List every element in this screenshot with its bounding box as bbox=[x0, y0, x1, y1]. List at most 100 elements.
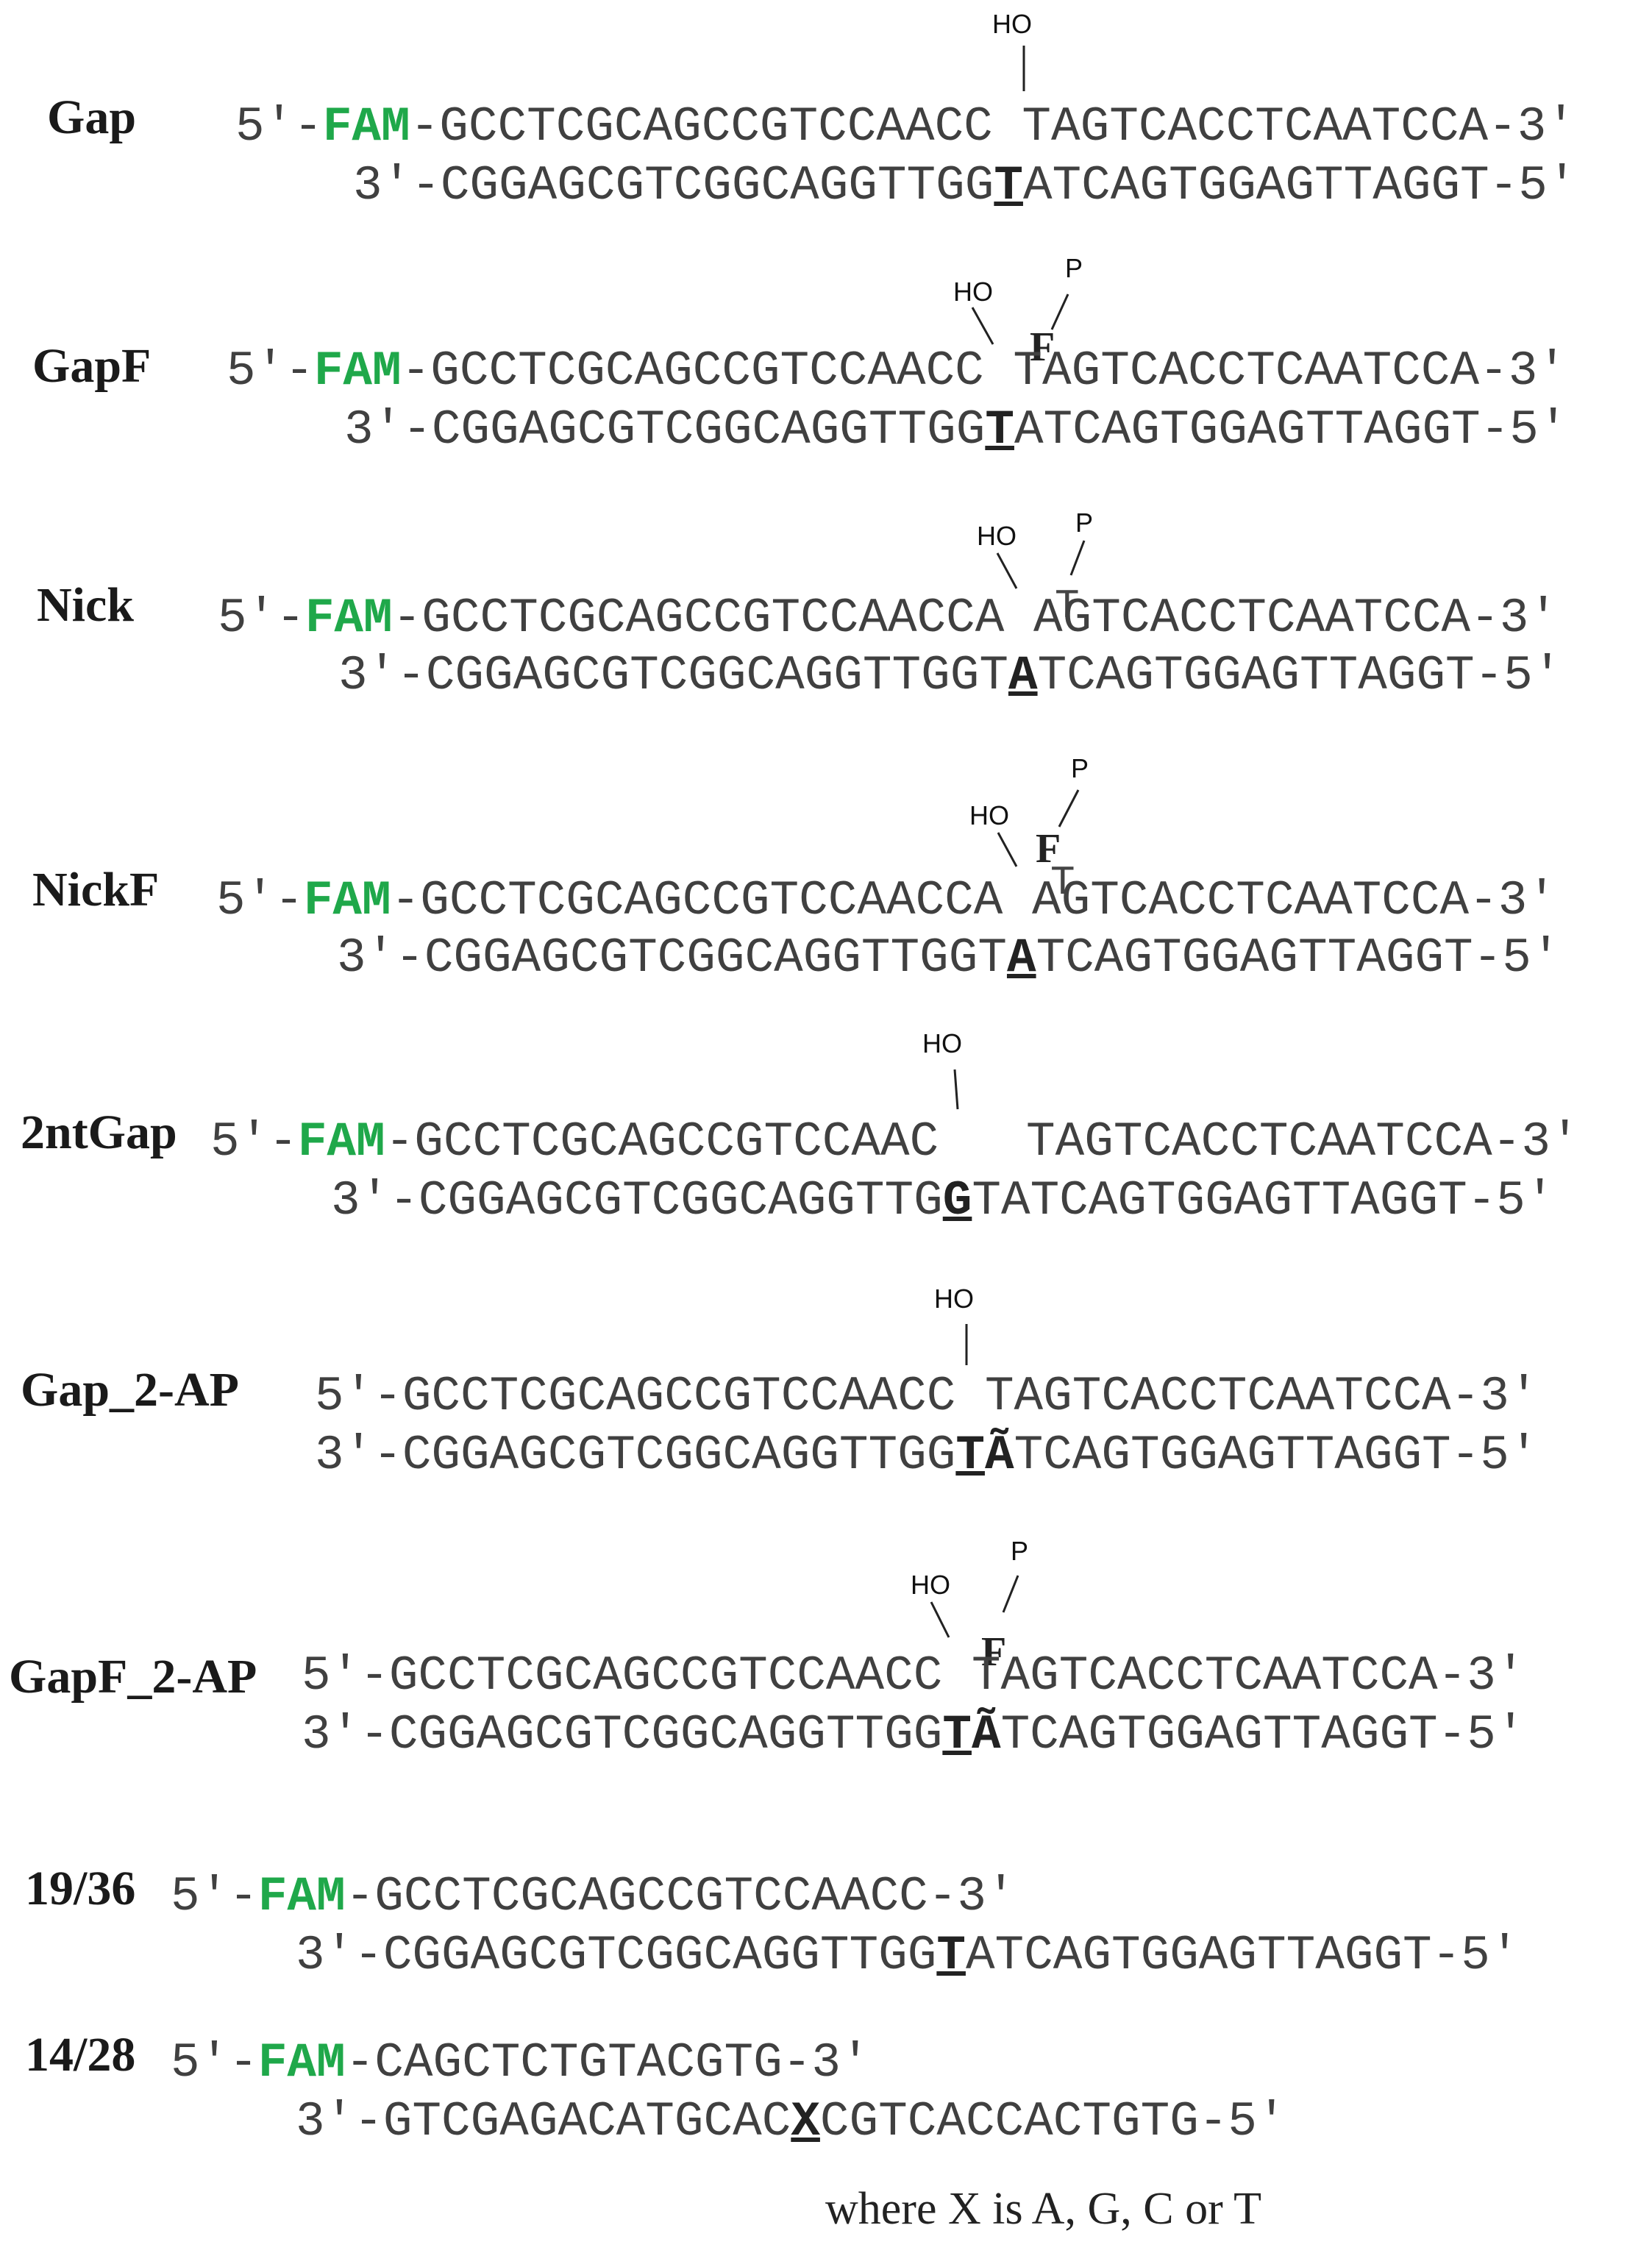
bottom-pre: 3'-GTCGAGACATGCAC bbox=[296, 2094, 791, 2149]
p-annotation: P bbox=[1065, 253, 1083, 283]
aminopurine-base: Ã bbox=[984, 1428, 1014, 1483]
bottom-post: ATCAGTGGAGTTAGGT-5' bbox=[1022, 158, 1577, 213]
top-right-segment: TAGTCACCTCAATCCA-3' bbox=[1022, 99, 1576, 154]
top-right-segment: TAGTCACCTCAATCCA-3' bbox=[1026, 1114, 1580, 1170]
construct-label: GapF bbox=[32, 339, 152, 393]
bottom-post: TCAGTGGAGTTAGGT-5' bbox=[1037, 648, 1562, 703]
top-strand: 5'-FAM-GCCTCGCAGCCGTCCAACC TAGTCACCTCAAT… bbox=[235, 103, 1576, 152]
ho-line bbox=[997, 832, 1018, 867]
bottom-strand: 3'-GTCGAGACATGCACXCGTCACCACTGTG-5' bbox=[296, 2098, 1286, 2146]
five-prime-end: 5'- bbox=[171, 1869, 258, 1924]
p-line bbox=[1050, 293, 1069, 330]
template-base: X bbox=[791, 2094, 820, 2149]
top-right-segment: AGTCACCTCAATCCA-3' bbox=[1032, 873, 1556, 928]
fam-label: FAM bbox=[257, 1869, 346, 1924]
p-line bbox=[1069, 540, 1086, 576]
t-nucleotide: T bbox=[1050, 859, 1075, 906]
construct-label: Gap_2-AP bbox=[21, 1363, 239, 1417]
top-strand: 5'-FAM-GCCTCGCAGCCGTCCAACC TAGTCACCTCAAT… bbox=[227, 347, 1567, 396]
fam-label: FAM bbox=[305, 591, 393, 646]
p-line bbox=[1058, 789, 1080, 827]
bottom-strand: 3'-CGGAGCGTCGGCAGGTTGGTATCAGTGGAGTTAGGT-… bbox=[296, 1932, 1519, 1980]
top-left-segment: -GCCTCGCAGCCGTCCAACCA bbox=[392, 591, 1005, 646]
five-prime-end: 5'- bbox=[227, 344, 314, 399]
top-strand: 5'-FAM-CAGCTCTGTACGTG-3' bbox=[171, 2039, 870, 2088]
template-base: T bbox=[955, 1428, 985, 1483]
template-base: A bbox=[1008, 648, 1038, 703]
bottom-post: TCAGTGGAGTTAGGT-5' bbox=[1036, 930, 1561, 986]
ho-annotation: HO bbox=[953, 277, 993, 307]
construct-label: Gap bbox=[47, 90, 137, 144]
bottom-strand: 3'-CGGAGCGTCGGCAGGTTGGTATCAGTGGAGTTAGGT-… bbox=[338, 652, 1562, 700]
bottom-pre: 3'-CGGAGCGTCGGCAGGTTG bbox=[331, 1173, 943, 1228]
p-line bbox=[1002, 1575, 1019, 1613]
fam-label: FAM bbox=[303, 873, 391, 928]
construct-label: GapF_2-AP bbox=[9, 1650, 257, 1704]
bottom-pre: 3'-CGGAGCGTCGGCAGGTTGGT bbox=[338, 648, 1008, 703]
aminopurine-base: Ã bbox=[971, 1707, 1001, 1762]
template-base: T bbox=[936, 1928, 966, 1983]
template-base: T bbox=[994, 158, 1023, 213]
five-prime-end: 5'- bbox=[218, 591, 305, 646]
ho-annotation: HO bbox=[992, 9, 1032, 39]
fam-label: FAM bbox=[297, 1114, 385, 1170]
top-left-segment: -GCCTCGCAGCCGTCCAACC bbox=[401, 344, 984, 399]
t-nucleotide: T bbox=[1055, 583, 1080, 630]
five-prime-end: 5'- bbox=[216, 873, 304, 928]
bottom-strand: 3'-CGGAGCGTCGGCAGGTTGGTÃTCAGTGGAGTTAGGT-… bbox=[302, 1711, 1525, 1759]
bottom-pre: 3'-CGGAGCGTCGGCAGGTTGG bbox=[353, 158, 994, 213]
template-base: A bbox=[1006, 930, 1036, 986]
f-label: F bbox=[981, 1629, 1007, 1675]
top-left-segment: 5'-GCCTCGCAGCCGTCCAACC bbox=[315, 1369, 956, 1424]
top-right-segment: TAGTCACCTCAATCCA-3' bbox=[1013, 344, 1567, 399]
five-prime-end: 5'- bbox=[210, 1114, 298, 1170]
fam-label: FAM bbox=[313, 344, 402, 399]
five-prime-end: 5'- bbox=[171, 2035, 258, 2090]
construct-label: Nick bbox=[37, 578, 134, 632]
template-base: G bbox=[942, 1173, 972, 1228]
bottom-strand: 3'-CGGAGCGTCGGCAGGTTGGTATCAGTGGAGTTAGGT-… bbox=[344, 406, 1567, 455]
ho-annotation: HO bbox=[922, 1028, 962, 1058]
p-annotation: P bbox=[1011, 1536, 1029, 1566]
bottom-pre: 3'-CGGAGCGTCGGCAGGTTGG bbox=[302, 1707, 943, 1762]
template-base: T bbox=[942, 1707, 972, 1762]
construct-label: 19/36 bbox=[25, 1862, 136, 1915]
top-strand: 5'-FAM-GCCTCGCAGCCGTCCAACCA AGTCACCTCAAT… bbox=[218, 594, 1558, 643]
five-prime-end: 5'- bbox=[235, 99, 323, 154]
f-label: F bbox=[1030, 324, 1055, 370]
top-right-segment: AGTCACCTCAATCCA-3' bbox=[1033, 591, 1558, 646]
ho-annotation: HO bbox=[969, 800, 1009, 830]
bottom-post: TATCAGTGGAGTTAGGT-5' bbox=[972, 1173, 1555, 1228]
ho-annotation: HO bbox=[977, 521, 1017, 551]
top-strand: 5'-GCCTCGCAGCCGTCCAACC TAGTCACCTCAATCCA-… bbox=[302, 1652, 1525, 1701]
bottom-post: TCAGTGGAGTTAGGT-5' bbox=[1014, 1428, 1539, 1483]
bottom-strand: 3'-CGGAGCGTCGGCAGGTTGGTATCAGTGGAGTTAGGT-… bbox=[353, 162, 1576, 210]
top-left-segment: -GCCTCGCAGCCGTCCAACC-3' bbox=[345, 1869, 1016, 1924]
top-strand: 5'-GCCTCGCAGCCGTCCAACC TAGTCACCTCAATCCA-… bbox=[315, 1373, 1538, 1421]
fam-label: FAM bbox=[257, 2035, 346, 2090]
top-left-segment: -CAGCTCTGTACGTG-3' bbox=[345, 2035, 870, 2090]
ho-line bbox=[971, 307, 994, 345]
top-strand: 5'-FAM-GCCTCGCAGCCGTCCAACC-3' bbox=[171, 1873, 1016, 1921]
top-strand: 5'-FAM-GCCTCGCAGCCGTCCAAC TAGTCACCTCAATC… bbox=[210, 1118, 1580, 1167]
bottom-pre: 3'-CGGAGCGTCGGCAGGTTGG bbox=[315, 1428, 956, 1483]
bottom-strand: 3'-CGGAGCGTCGGCAGGTTGGTATCAGTGGAGTTAGGT-… bbox=[337, 934, 1560, 983]
fam-label: FAM bbox=[322, 99, 410, 154]
ho-line bbox=[930, 1601, 950, 1638]
top-right-segment: TAGTCACCTCAATCCA-3' bbox=[984, 1369, 1539, 1424]
top-right-segment: TAGTCACCTCAATCCA-3' bbox=[971, 1648, 1525, 1704]
construct-label: 2ntGap bbox=[21, 1106, 177, 1159]
ho-annotation: HO bbox=[934, 1284, 974, 1314]
footnote: where X is A, G, C or T bbox=[825, 2184, 1261, 2234]
ho-line bbox=[953, 1069, 959, 1110]
template-base: T bbox=[985, 402, 1014, 458]
top-left-segment: -GCCTCGCAGCCGTCCAAC bbox=[385, 1114, 939, 1170]
ho-annotation: HO bbox=[911, 1570, 950, 1600]
bottom-pre: 3'-CGGAGCGTCGGCAGGTTGGT bbox=[337, 930, 1007, 986]
ho-line bbox=[996, 552, 1018, 589]
bottom-strand: 3'-CGGAGCGTCGGCAGGTTGGTÃTCAGTGGAGTTAGGT-… bbox=[315, 1431, 1538, 1480]
p-annotation: P bbox=[1071, 753, 1089, 783]
top-strand: 5'-FAM-GCCTCGCAGCCGTCCAACCA AGTCACCTCAAT… bbox=[216, 877, 1556, 925]
bottom-post: CGTCACCACTGTG-5' bbox=[819, 2094, 1286, 2149]
